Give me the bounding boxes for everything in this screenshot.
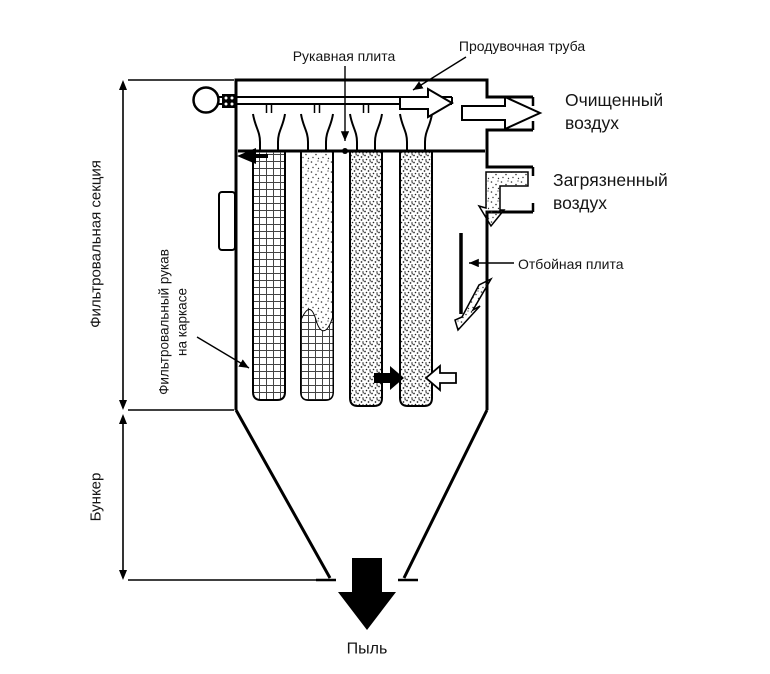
blow-pipe-assembly (192, 86, 453, 251)
pulse-nozzles (265, 104, 370, 113)
bag-plate-dot (342, 148, 348, 154)
control-box (218, 191, 236, 251)
label-baffle-plate: Отбойная плита (518, 256, 624, 272)
clean-air-arrow (461, 95, 543, 131)
filter-bag-1 (252, 150, 286, 401)
filter-bag-3 (349, 150, 383, 407)
pulse-jet-arrow (399, 87, 454, 119)
dim-arrowhead (119, 570, 127, 580)
valve-dot (224, 96, 228, 100)
label-clean-air: Очищенный воздух (565, 90, 664, 134)
leader-blow-pipe (412, 56, 467, 91)
dim-arrowhead (119, 400, 127, 410)
dirty-air-arrow-inlet (477, 171, 529, 228)
venturi-1 (252, 113, 286, 151)
leader-filter-bag (196, 336, 250, 369)
shell-right-wall (485, 210, 533, 410)
valve-dot (224, 102, 228, 106)
dirty-air-arrows (454, 171, 529, 332)
label-filter-section: Фильтровальная секция (87, 160, 105, 328)
fan-circle (192, 86, 220, 114)
flow-arrow-black (374, 366, 404, 390)
label-dust: Пыль (346, 640, 388, 658)
filter-bags (252, 150, 433, 407)
venturi-4 (399, 113, 433, 151)
filter-bag-4 (399, 150, 433, 407)
dim-arrowhead (119, 414, 127, 424)
vessel-shell (234, 78, 535, 582)
label-blow-pipe: Продувочная труба (458, 37, 586, 54)
clean-gas-left-arrow (237, 148, 256, 164)
filter-bag-2-lower-grid (300, 309, 334, 401)
label-bag-plate: Рукавная плита (292, 47, 396, 64)
valve-dot (230, 96, 234, 100)
valve-block (222, 94, 236, 108)
hopper-walls (234, 409, 489, 579)
valve-dot (230, 102, 234, 106)
venturi-bells (252, 113, 433, 151)
dimension-lines (119, 79, 326, 581)
dust-arrow (338, 558, 396, 630)
flow-arrow-white (424, 364, 457, 392)
leader-lines (196, 56, 514, 369)
label-dirty-air: Загрязненный воздух (553, 170, 668, 214)
label-hopper: Бункер (87, 472, 105, 522)
venturi-2 (300, 113, 334, 151)
shell-duct-divider (485, 128, 533, 169)
air-flow-arrows (399, 87, 543, 131)
shell-top-left (234, 78, 533, 410)
label-filter-bag: Фильтровальный рукав на каркасе (156, 249, 189, 395)
dirty-air-arrow-baffle (454, 277, 493, 332)
venturi-3 (349, 113, 383, 151)
dim-arrowhead (119, 80, 127, 90)
